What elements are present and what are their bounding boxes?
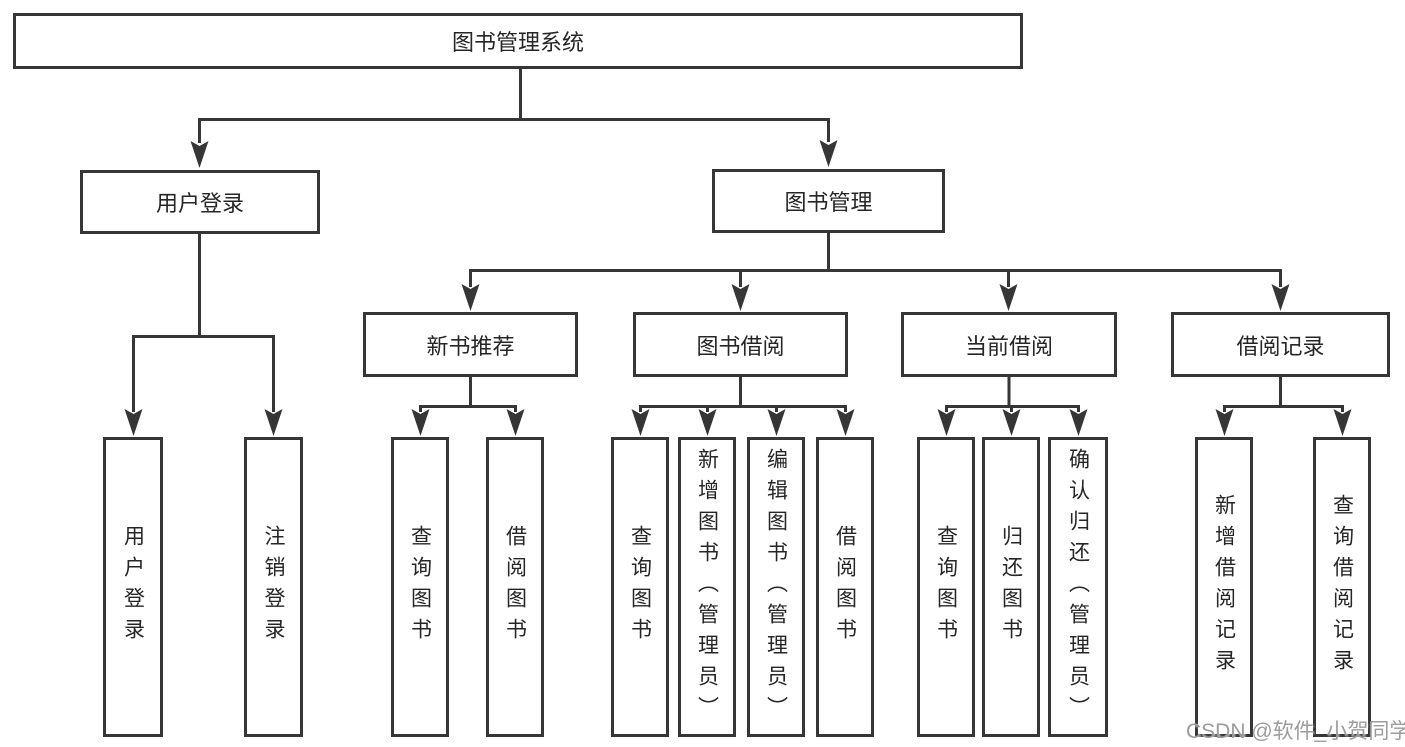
leaf-label: 归还图书 [999, 525, 1023, 649]
connector-borrow-split [631, 377, 855, 436]
connector-records-split [1215, 377, 1352, 436]
leaf-current-query: 查询图书 [917, 437, 975, 737]
connector-root-to-level2 [190, 69, 838, 168]
node-label: 用户登录 [155, 191, 244, 216]
leaf-label: 注销登录 [262, 525, 285, 649]
node-book-borrow: 图书借阅 [633, 312, 848, 377]
leaf-borrow-add-admin: 新增图书（管理员） [678, 437, 736, 737]
node-library-system: 图书管理系统 [13, 13, 1023, 69]
leaf-label: 查询图书 [628, 525, 652, 649]
leaf-records-add: 新增借阅记录 [1195, 437, 1253, 737]
leaf-label: 查询图书 [934, 525, 958, 649]
node-current-borrow: 当前借阅 [901, 312, 1117, 377]
connector-newbook-split [411, 377, 525, 436]
leaf-logout: 注销登录 [244, 437, 303, 737]
node-label: 图书管理 [784, 190, 873, 215]
leaf-user-login: 用户登录 [103, 437, 163, 737]
leaf-newbook-borrow: 借阅图书 [486, 437, 544, 737]
connector-login-split [124, 234, 283, 436]
leaf-label: 查询借阅记录 [1330, 494, 1354, 680]
leaf-borrow-borrow: 借阅图书 [816, 437, 874, 737]
leaf-records-query: 查询借阅记录 [1313, 437, 1371, 737]
leaf-label: 确认归还（管理员） [1066, 447, 1090, 727]
node-label: 新书推荐 [426, 333, 515, 359]
node-label: 借阅记录 [1236, 333, 1325, 359]
connector-management-to-level3 [461, 233, 1290, 311]
leaf-label: 借阅图书 [503, 525, 527, 649]
watermark: CSDN @软件_小贺同学 [1186, 720, 1405, 743]
node-book-management: 图书管理 [712, 169, 945, 233]
node-label: 当前借阅 [964, 333, 1053, 359]
leaf-label: 新增图书（管理员） [695, 447, 719, 727]
node-label: 图书管理系统 [451, 30, 584, 55]
node-user-login: 用户登录 [80, 170, 320, 234]
leaf-label: 借阅图书 [833, 525, 857, 649]
leaf-current-return: 归还图书 [982, 437, 1040, 737]
leaf-borrow-edit-admin: 编辑图书（管理员） [747, 437, 805, 737]
leaf-newbook-query: 查询图书 [391, 437, 449, 737]
leaf-borrow-query: 查询图书 [611, 437, 669, 737]
connector-current-split [937, 377, 1088, 436]
leaf-label: 查询图书 [408, 525, 432, 649]
leaf-label: 用户登录 [121, 525, 145, 649]
node-label: 图书借阅 [696, 333, 785, 359]
node-newbook-recommend: 新书推荐 [363, 312, 578, 377]
leaf-label: 新增借阅记录 [1212, 494, 1236, 680]
node-borrow-records: 借阅记录 [1171, 312, 1390, 377]
leaf-label: 编辑图书（管理员） [764, 447, 788, 727]
leaf-current-confirm-admin: 确认归还（管理员） [1048, 437, 1108, 737]
